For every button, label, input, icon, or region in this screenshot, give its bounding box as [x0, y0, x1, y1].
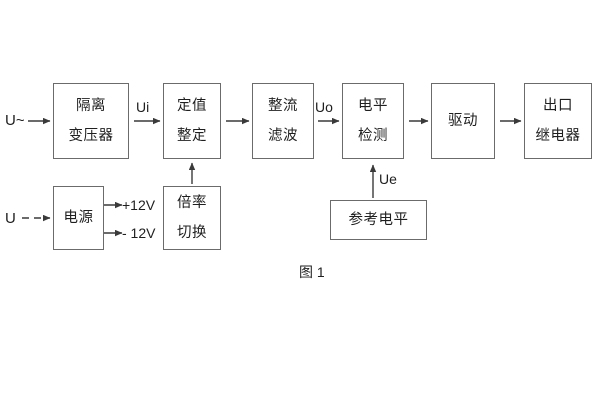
block-rectify-filter: 整流 滤波	[252, 83, 314, 159]
label-ue: Ue	[379, 171, 397, 187]
block-power-supply-line-1: 电源	[63, 209, 94, 226]
block-setting-value-line-2: 整定	[177, 127, 207, 144]
block-multiplier-switch-line-2: 切换	[177, 224, 207, 241]
block-multiplier-switch-line-1: 倍率	[177, 195, 207, 211]
label-positive-12v: +12V	[122, 197, 156, 213]
block-reference-level-line-1: 参考电平	[348, 211, 409, 228]
block-isolation-transformer-line-2: 变压器	[68, 127, 114, 144]
block-drive-line-1: 驱动	[448, 112, 478, 129]
block-setting-value-line-1: 定值	[177, 98, 207, 114]
block-output-relay: 出口 继电器	[524, 83, 592, 159]
block-output-relay-line-1: 出口	[543, 98, 573, 114]
label-uo: Uo	[315, 99, 333, 115]
block-level-detection-line-2: 检测	[358, 127, 388, 144]
block-rectify-filter-line-1: 整流	[268, 98, 298, 114]
block-setting-value: 定值 整定	[163, 83, 221, 159]
block-level-detection: 电平 检测	[342, 83, 404, 159]
block-isolation-transformer-line-1: 隔离	[76, 98, 106, 114]
block-isolation-transformer: 隔离 变压器	[53, 83, 129, 159]
label-input-dc: U	[5, 210, 16, 227]
block-rectify-filter-line-2: 滤波	[268, 127, 298, 144]
label-negative-12v: - 12V	[122, 225, 156, 241]
label-ui: Ui	[136, 99, 150, 115]
figure-caption: 图 1	[299, 264, 325, 280]
block-reference-level: 参考电平	[330, 200, 427, 240]
block-power-supply: 电源	[53, 186, 104, 250]
block-multiplier-switch: 倍率 切换	[163, 186, 221, 250]
block-level-detection-line-1: 电平	[358, 98, 388, 114]
block-drive: 驱动	[431, 83, 495, 159]
block-output-relay-line-2: 继电器	[535, 127, 581, 144]
label-input-ac: U~	[5, 112, 25, 129]
